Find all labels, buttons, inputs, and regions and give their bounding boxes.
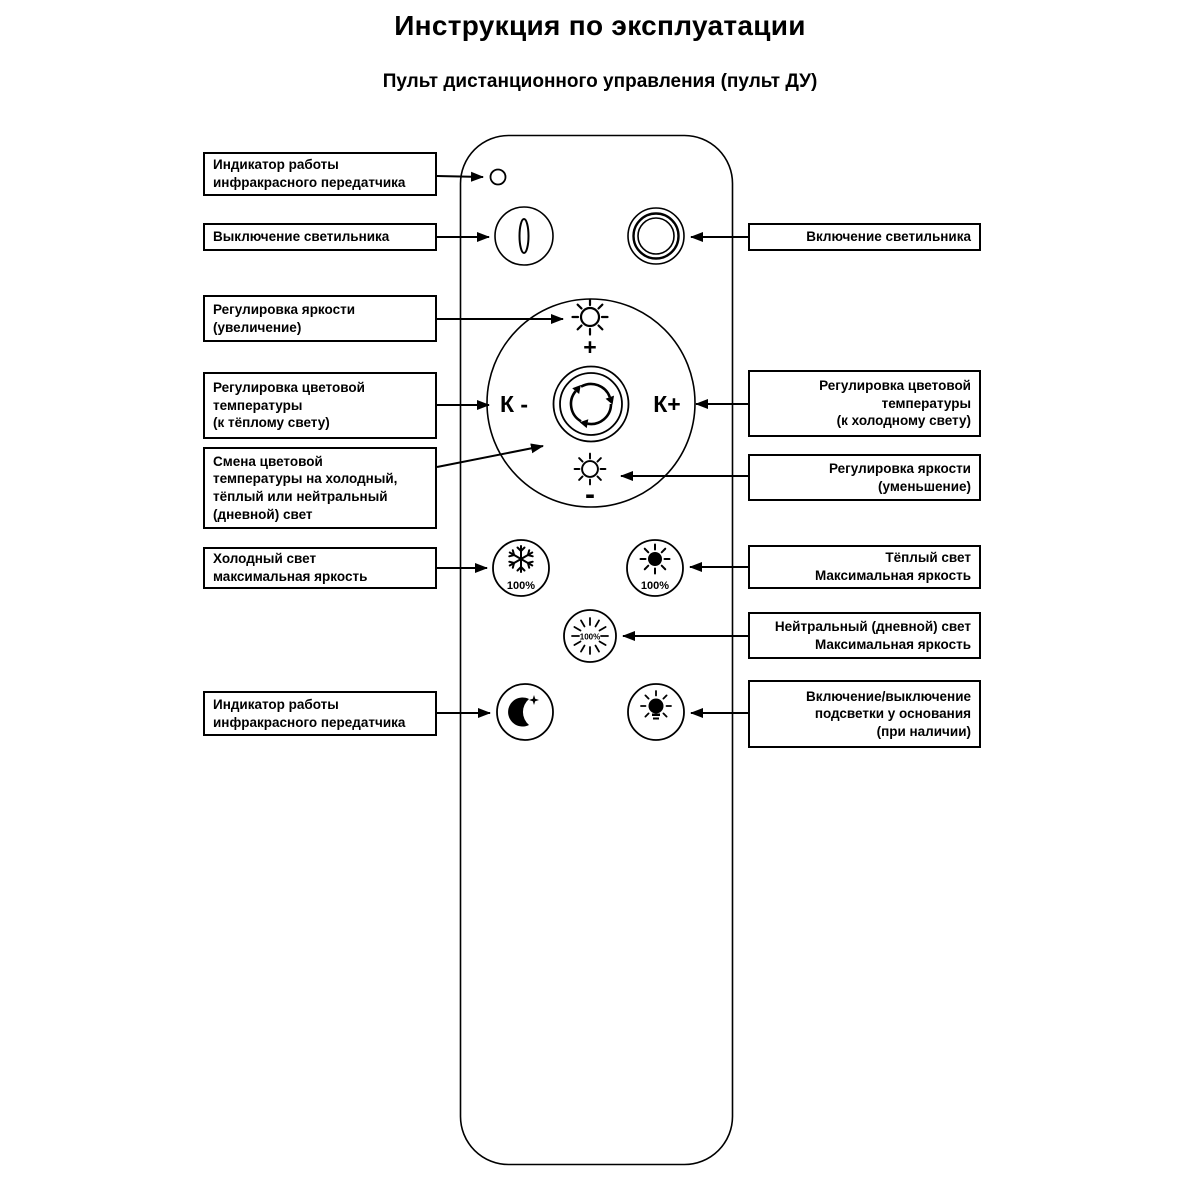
- callout-text: Регулировка яркости (увеличение): [213, 301, 356, 335]
- callout-brightness-down: Регулировка яркости (уменьшение): [748, 454, 981, 501]
- arrow-ir-indicator: [436, 171, 484, 182]
- star-icon: [529, 695, 539, 705]
- callout-ir-indicator-top: Индикатор работы инфракрасного передатчи…: [203, 152, 437, 196]
- callout-warm-max: Тёплый свет Максимальная яркость: [748, 545, 981, 589]
- night-mode-button: [496, 683, 554, 741]
- page-subtitle: Пульт дистанционного управления (пульт Д…: [382, 71, 818, 92]
- power-on-button: [627, 207, 685, 265]
- cold-percent-label: 100%: [507, 580, 535, 592]
- neutral-percent-label: 100%: [580, 633, 600, 642]
- callout-text: Смена цветовой температуры на холодный, …: [213, 453, 398, 522]
- callout-ir-indicator-bottom: Индикатор работы инфракрасного передатчи…: [203, 691, 437, 736]
- callout-text: Выключение светильника: [213, 229, 390, 245]
- callout-text: Нейтральный (дневной) свет Максимальная …: [774, 618, 971, 652]
- callout-warm-temp: Регулировка цветовой температуры (к тёпл…: [203, 372, 437, 439]
- plus-label: +: [583, 334, 596, 360]
- color-cycle-button: [552, 365, 630, 443]
- warm-percent-label: 100%: [641, 580, 669, 592]
- arrow-temp-cycle: [436, 443, 544, 468]
- callout-text: Индикатор работы инфракрасного передатчи…: [213, 696, 406, 730]
- moon-icon: [508, 697, 529, 727]
- callout-brightness-up: Регулировка яркости (увеличение): [203, 295, 437, 342]
- callout-text: Регулировка яркости (уменьшение): [828, 460, 971, 494]
- callout-power-on: Включение светильника: [748, 223, 981, 251]
- ir-indicator-icon: [489, 168, 507, 186]
- cold-light-button: 100%: [492, 539, 550, 597]
- callout-text: Регулировка цветовой температуры (к холо…: [819, 378, 971, 429]
- callout-text: Холодный свет максимальная яркость: [213, 551, 368, 584]
- callout-base-backlight: Включение/выключение подсветки у основан…: [748, 680, 981, 748]
- callout-text: Включение светильника: [806, 229, 971, 245]
- warm-light-button: 100%: [626, 539, 684, 597]
- minus-label: -: [585, 478, 595, 511]
- callout-text: Регулировка цветовой температуры (к тёпл…: [213, 380, 365, 431]
- callout-text: Включение/выключение подсветки у основан…: [806, 688, 971, 739]
- k-plus-label: К+: [653, 391, 680, 417]
- callout-power-off: Выключение светильника: [203, 223, 437, 251]
- callout-text: Тёплый свет Максимальная яркость: [815, 550, 971, 583]
- k-minus-label: К -: [500, 391, 528, 417]
- power-off-button: [494, 206, 554, 266]
- power-off-icon: [518, 218, 530, 254]
- page-title: Инструкция по эксплуатации: [394, 10, 806, 41]
- base-backlight-button: [627, 683, 685, 741]
- callout-temp-cycle: Смена цветовой температуры на холодный, …: [203, 447, 437, 529]
- callout-arrows: [436, 171, 748, 718]
- callout-neutral-max: Нейтральный (дневной) свет Максимальная …: [748, 612, 981, 659]
- power-on-icon: [632, 212, 680, 260]
- neutral-light-button: 100%: [563, 609, 617, 663]
- sun-filled-icon: [641, 545, 670, 574]
- callout-cold-max: Холодный свет максимальная яркость: [203, 547, 437, 589]
- callout-text: Индикатор работы инфракрасного передатчи…: [213, 157, 406, 190]
- bulb-icon: [640, 690, 672, 720]
- callout-cool-temp: Регулировка цветовой температуры (к холо…: [748, 370, 981, 437]
